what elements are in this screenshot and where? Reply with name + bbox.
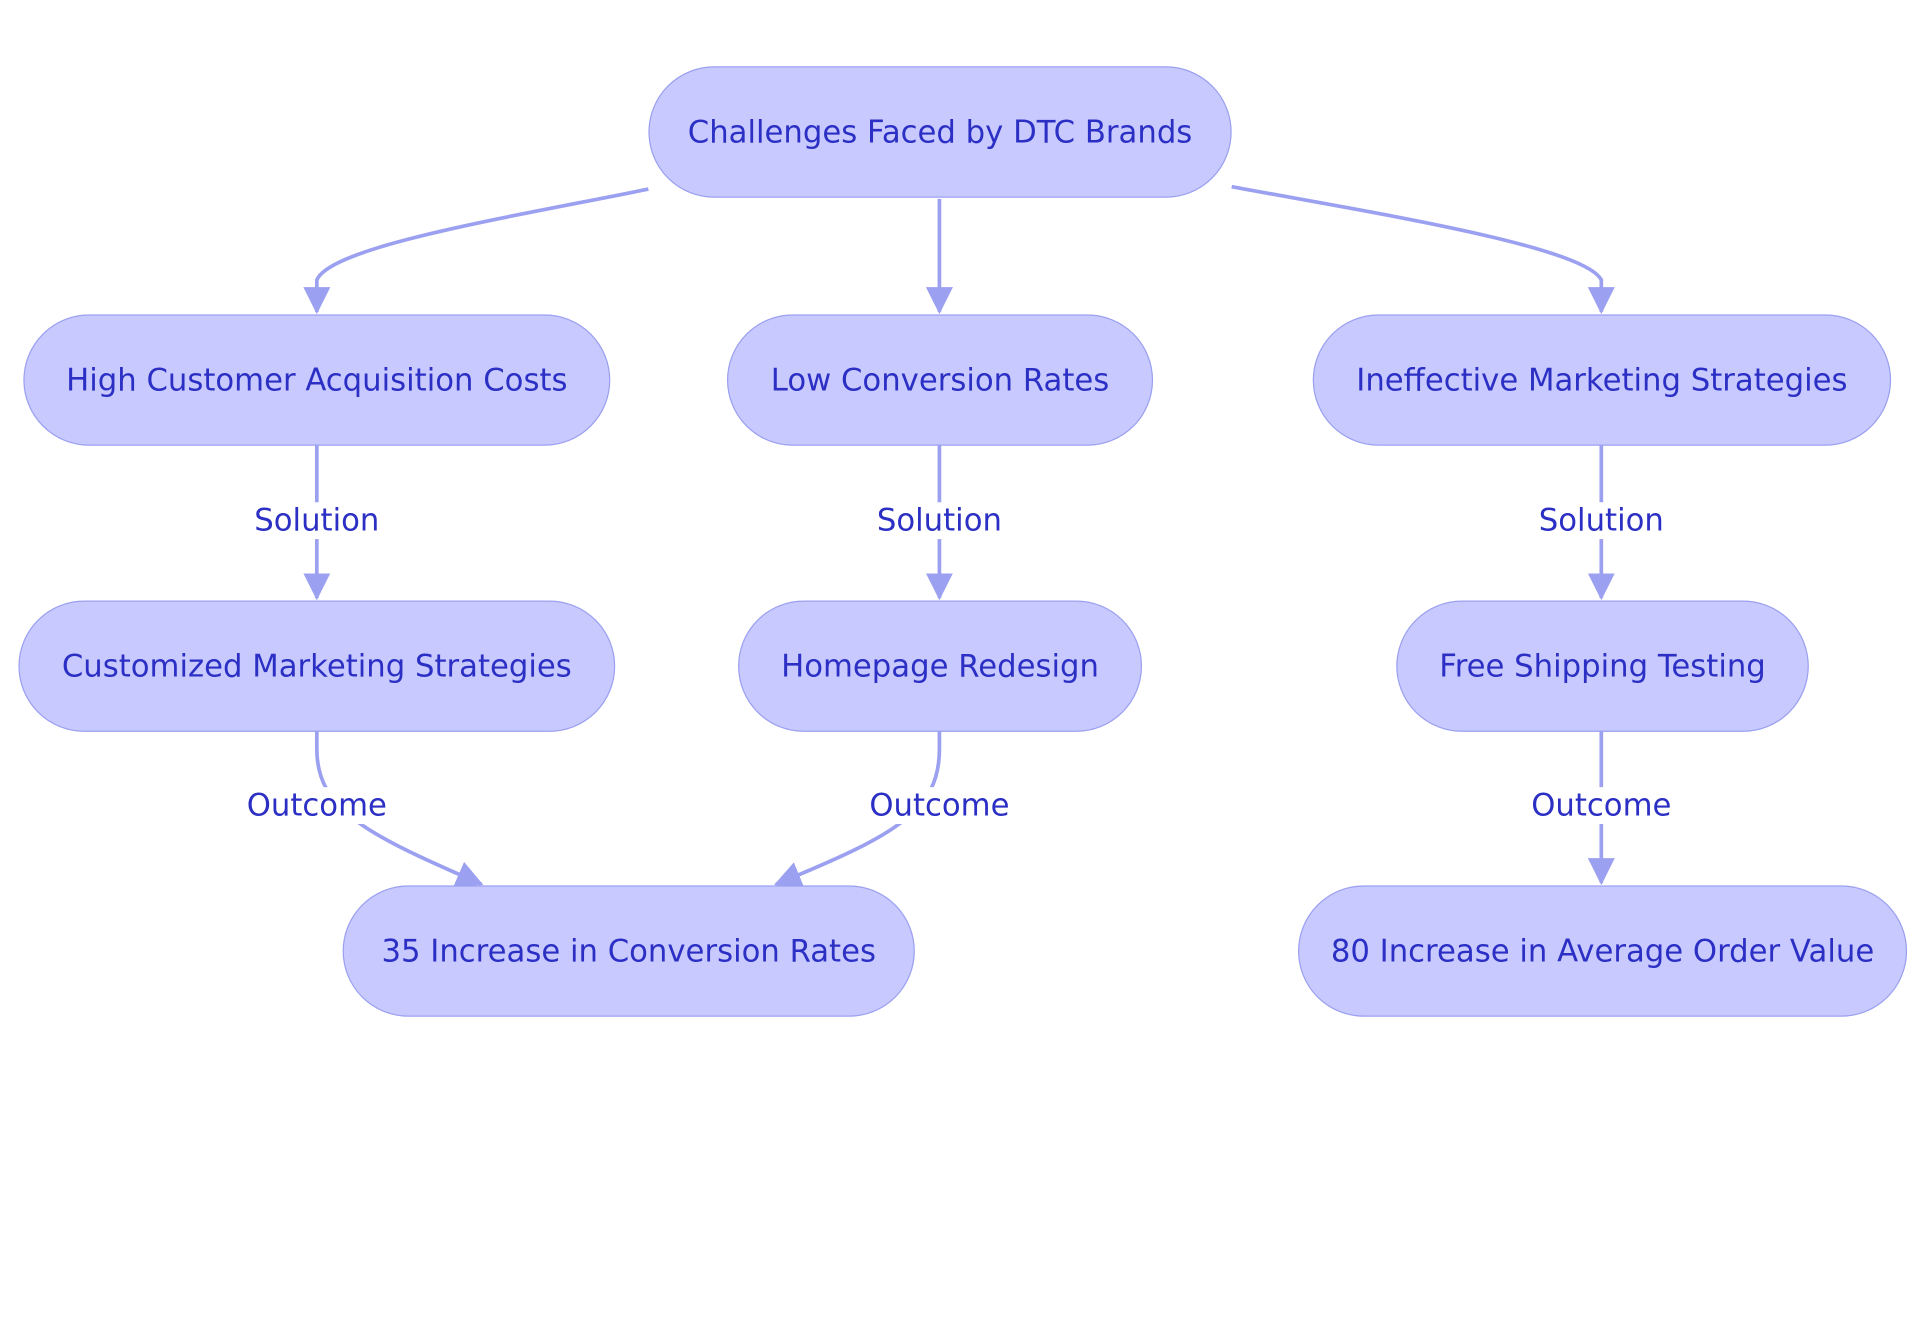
node-solution-homepage-label: Homepage Redesign xyxy=(781,648,1099,684)
node-solution-homepage: Homepage Redesign xyxy=(738,600,1143,732)
edge-root-to-cac xyxy=(303,187,649,315)
edge-root-to-marketing xyxy=(1231,184,1615,315)
node-challenge-cac: High Customer Acquisition Costs xyxy=(23,314,611,446)
edge-label-solution-marketing: Solution xyxy=(1533,502,1669,540)
edge-label-solution-cac: Solution xyxy=(249,502,385,540)
node-challenge-cac-label: High Customer Acquisition Costs xyxy=(66,362,568,398)
edge-label-solution-conversion: Solution xyxy=(871,502,1007,540)
node-challenge-conversion-label: Low Conversion Rates xyxy=(770,362,1110,398)
node-outcome-conversion-label: 35 Increase in Conversion Rates xyxy=(381,933,876,969)
node-solution-shipping-label: Free Shipping Testing xyxy=(1439,648,1766,684)
node-outcome-aov-label: 80 Increase in Average Order Value xyxy=(1330,933,1875,969)
edge-label-outcome-homepage: Outcome xyxy=(864,787,1015,824)
node-root: Challenges Faced by DTC Brands xyxy=(648,66,1232,198)
edge-label-outcome-shipping: Outcome xyxy=(1526,787,1677,824)
node-solution-shipping: Free Shipping Testing xyxy=(1396,600,1809,732)
node-outcome-aov: 80 Increase in Average Order Value xyxy=(1297,885,1908,1017)
node-challenge-marketing-label: Ineffective Marketing Strategies xyxy=(1356,362,1848,398)
node-challenge-marketing: Ineffective Marketing Strategies xyxy=(1312,314,1892,446)
node-solution-customized-label: Customized Marketing Strategies xyxy=(61,648,572,684)
node-root-label: Challenges Faced by DTC Brands xyxy=(687,114,1193,150)
edge-label-outcome-customized: Outcome xyxy=(241,787,392,824)
node-outcome-conversion: 35 Increase in Conversion Rates xyxy=(342,885,915,1017)
node-solution-customized: Customized Marketing Strategies xyxy=(18,600,616,732)
node-challenge-conversion: Low Conversion Rates xyxy=(726,314,1154,446)
